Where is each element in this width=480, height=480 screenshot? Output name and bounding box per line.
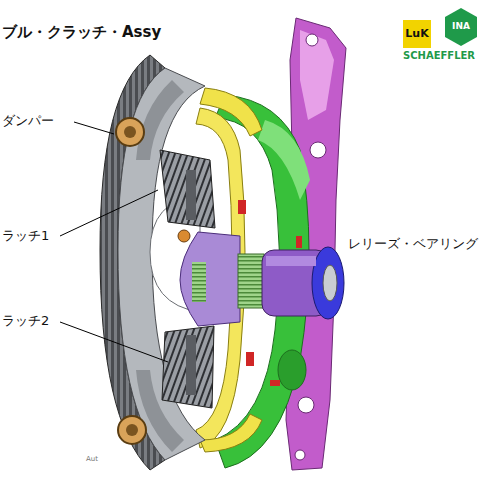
release-bearing-ring xyxy=(312,247,344,319)
logo-text: INA xyxy=(452,22,470,32)
mount-hole xyxy=(298,397,314,413)
title: ブル・クラッチ・Assy xyxy=(2,24,161,41)
clutch1-plates xyxy=(160,150,215,228)
mount-hole xyxy=(310,142,326,158)
clutch1-hub xyxy=(186,170,196,220)
damper-spring-core xyxy=(124,126,136,138)
bearing-bore xyxy=(323,265,337,301)
housing-face xyxy=(258,120,310,200)
part-label: ラッチ1 xyxy=(2,229,49,243)
damper-spring-core xyxy=(126,424,138,436)
damper-spring xyxy=(118,416,146,444)
seal xyxy=(296,236,302,248)
part-label: レリーズ・ベアリング xyxy=(348,237,478,251)
clutch2-plates xyxy=(162,326,214,408)
leader-line xyxy=(60,322,168,362)
logo-text: SCHAEFFLER xyxy=(403,50,475,61)
mount-hole xyxy=(306,34,318,46)
seal xyxy=(246,352,254,366)
watermark: Aut xyxy=(86,456,98,464)
hub xyxy=(180,232,240,326)
clutch2-hub xyxy=(186,335,196,395)
seal xyxy=(270,380,280,386)
clutch-cover xyxy=(200,414,262,452)
actuator-lug xyxy=(278,350,306,390)
mount-hole xyxy=(295,450,305,460)
leader-line xyxy=(60,190,158,236)
bearing-ball xyxy=(178,230,190,242)
hub-spline xyxy=(192,262,206,302)
flywheel-rib xyxy=(136,80,184,160)
part-label: ラッチ2 xyxy=(2,314,49,328)
leader-line xyxy=(74,122,114,134)
bearing-highlight xyxy=(266,256,316,266)
ina-logo xyxy=(445,8,477,46)
cover-plate-face xyxy=(300,30,334,120)
seal xyxy=(238,200,246,214)
logo-text: LuK xyxy=(405,28,428,40)
luk-logo-square xyxy=(403,20,431,48)
damper-spring xyxy=(116,118,144,146)
shaft-spline xyxy=(238,254,264,308)
part-label: ダンパー xyxy=(2,114,54,128)
